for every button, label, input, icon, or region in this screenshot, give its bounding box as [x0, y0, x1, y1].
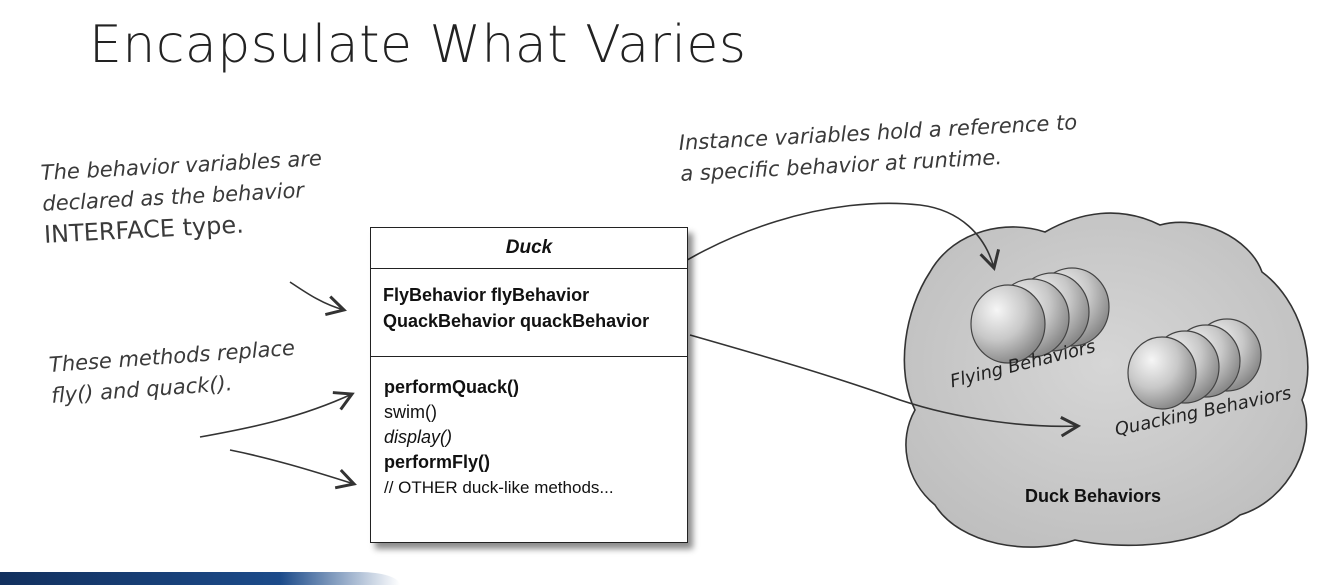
- method-display: display(): [384, 427, 453, 447]
- duck-behaviors-label: Duck Behaviors: [1025, 486, 1162, 506]
- method-swim: swim(): [384, 402, 437, 422]
- duck-class-box: Duck FlyBehavior flyBehavior QuackBehavi…: [370, 227, 688, 543]
- note-interface-type: The behavior variables are declared as t…: [40, 143, 326, 251]
- arrow-quack-field: [689, 334, 1082, 438]
- class-fields: FlyBehavior flyBehavior QuackBehavior qu…: [371, 269, 687, 357]
- arrow-fly-field: [639, 202, 1001, 292]
- slide-title: Encapsulate What Varies: [89, 15, 747, 75]
- bottom-accent-bar: [0, 572, 400, 585]
- field-quack-behavior: QuackBehavior quackBehavior: [383, 311, 650, 331]
- method-perform-fly: performFly(): [384, 452, 491, 472]
- arrow-methods-quack: [199, 391, 355, 438]
- arrow-interface-note: [289, 281, 347, 317]
- field-fly-behavior: FlyBehavior flyBehavior: [383, 285, 590, 305]
- class-methods: performQuack() swim() display() performF…: [371, 357, 687, 500]
- method-perform-quack: performQuack(): [384, 377, 520, 397]
- method-other: // OTHER duck-like methods...: [384, 478, 614, 497]
- flying-behaviors-stack: [970, 267, 1110, 364]
- arrow-methods-fly: [229, 449, 357, 490]
- quacking-behaviors-stack: [1127, 318, 1262, 410]
- class-name: Duck: [371, 228, 687, 269]
